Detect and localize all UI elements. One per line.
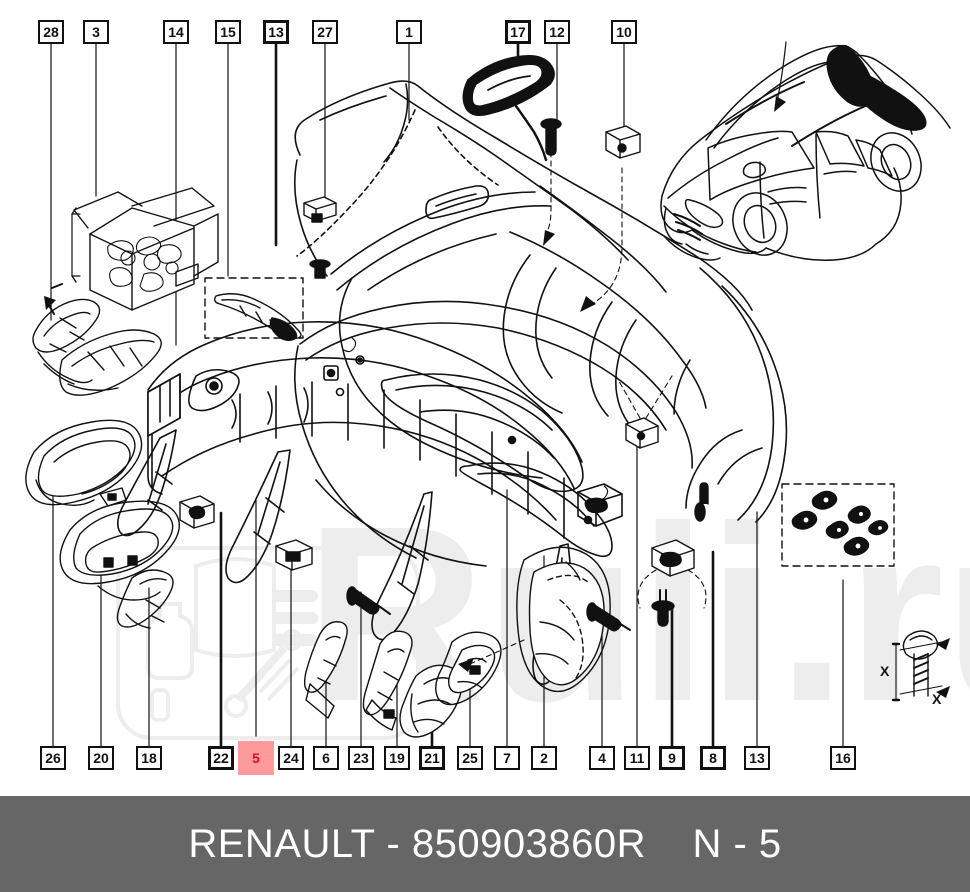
part-bracket-8 — [651, 539, 695, 577]
exploded-line-art: X X — [25, 41, 951, 748]
bolt-dim-label-x2: X — [932, 691, 942, 707]
part-clip-24 — [275, 539, 313, 571]
callout-7[interactable]: 7 — [494, 746, 520, 770]
footer-part-reference: RENAULT - 850903860R N - 5 — [188, 821, 782, 866]
callout-4[interactable]: 4 — [589, 746, 615, 770]
part-bezel-26 — [25, 419, 143, 507]
callout-label: 9 — [668, 750, 676, 766]
callout-9[interactable]: 9 — [659, 746, 685, 770]
diagram-canvas: Ruli.ru — [25, 20, 970, 775]
part-kit-carton-3 — [71, 187, 219, 311]
callout-label: 27 — [317, 24, 333, 40]
callout-10[interactable]: 10 — [611, 20, 637, 44]
callout-label: 14 — [168, 24, 184, 40]
callout-5[interactable]: 5 — [238, 741, 274, 775]
part-nut-11 — [625, 417, 659, 449]
callout-label: 5 — [252, 750, 260, 766]
callout-label: 25 — [462, 750, 478, 766]
callout-13[interactable]: 13 — [263, 20, 289, 44]
part-screw-4 — [586, 602, 631, 632]
detail-bolt-dimension: X X — [880, 630, 950, 707]
callout-12[interactable]: 12 — [544, 20, 570, 44]
callout-11[interactable]: 11 — [624, 746, 650, 770]
callout-22[interactable]: 22 — [208, 746, 234, 770]
callout-label: 8 — [709, 750, 717, 766]
leader-lines-top — [50, 42, 625, 346]
callout-label: 18 — [141, 750, 157, 766]
part-nut-10 — [605, 125, 641, 159]
callout-27[interactable]: 27 — [312, 20, 338, 44]
part-bezel-20 — [59, 500, 180, 601]
callout-15[interactable]: 15 — [215, 20, 241, 44]
callout-25[interactable]: 25 — [457, 746, 483, 770]
callout-label: 28 — [43, 24, 59, 40]
callout-8[interactable]: 8 — [700, 746, 726, 770]
callout-label: 3 — [92, 24, 100, 40]
callout-23[interactable]: 23 — [348, 746, 374, 770]
callout-26[interactable]: 26 — [40, 746, 66, 770]
part-brace-14 — [59, 329, 162, 396]
part-push-pin-27 — [309, 259, 331, 279]
callout-label: 1 — [405, 24, 413, 40]
callout-18[interactable]: 18 — [136, 746, 162, 770]
bolt-dim-label-x1: X — [880, 663, 890, 679]
part-screw-13-bottom — [694, 482, 709, 522]
part-clip-22 — [179, 495, 215, 529]
callout-label: 24 — [283, 750, 299, 766]
part-splash-shield-2 — [516, 546, 611, 693]
callout-label: 23 — [353, 750, 369, 766]
callout-label: 4 — [598, 750, 606, 766]
part-diffuser-7 — [294, 300, 693, 567]
callout-3[interactable]: 3 — [83, 20, 109, 44]
detail-box-16-fasteners — [781, 483, 895, 567]
callout-label: 13 — [268, 24, 284, 40]
callout-6[interactable]: 6 — [313, 746, 339, 770]
callout-label: 6 — [322, 750, 330, 766]
callout-24[interactable]: 24 — [278, 746, 304, 770]
callout-20[interactable]: 20 — [88, 746, 114, 770]
part-screw-12 — [540, 118, 562, 156]
callout-28[interactable]: 28 — [38, 20, 64, 44]
callout-label: 16 — [835, 750, 851, 766]
callout-label: 15 — [220, 24, 236, 40]
callout-1[interactable]: 1 — [396, 20, 422, 44]
part-rivet-9 — [651, 589, 675, 627]
callout-label: 2 — [540, 750, 548, 766]
callout-label: 26 — [45, 750, 61, 766]
callout-label: 19 — [389, 750, 405, 766]
part-clip-13-top — [303, 196, 337, 223]
vehicle-illustration-duster — [660, 41, 951, 261]
callout-label: 21 — [424, 750, 440, 766]
callout-label: 10 — [616, 24, 632, 40]
callout-label: 7 — [503, 750, 511, 766]
footer-bar: RENAULT - 850903860R N - 5 — [0, 796, 970, 892]
callout-label: 12 — [549, 24, 565, 40]
callout-label: 17 — [510, 24, 526, 40]
callout-14[interactable]: 14 — [163, 20, 189, 44]
callout-label: 20 — [93, 750, 109, 766]
callout-16[interactable]: 16 — [830, 746, 856, 770]
part-rear-bumper-cover — [293, 80, 788, 523]
callout-21[interactable]: 21 — [419, 746, 445, 770]
callout-13[interactable]: 13 — [744, 746, 770, 770]
part-retainer-25 — [435, 631, 502, 706]
detail-box-15 — [204, 277, 304, 342]
callout-label: 22 — [213, 750, 229, 766]
callout-2[interactable]: 2 — [531, 746, 557, 770]
callout-19[interactable]: 19 — [384, 746, 410, 770]
callout-17[interactable]: 17 — [505, 20, 531, 44]
part-bracket-28 — [32, 283, 101, 385]
part-corner-trim — [462, 55, 555, 162]
callout-label: 13 — [749, 750, 765, 766]
callout-label: 11 — [629, 750, 645, 766]
